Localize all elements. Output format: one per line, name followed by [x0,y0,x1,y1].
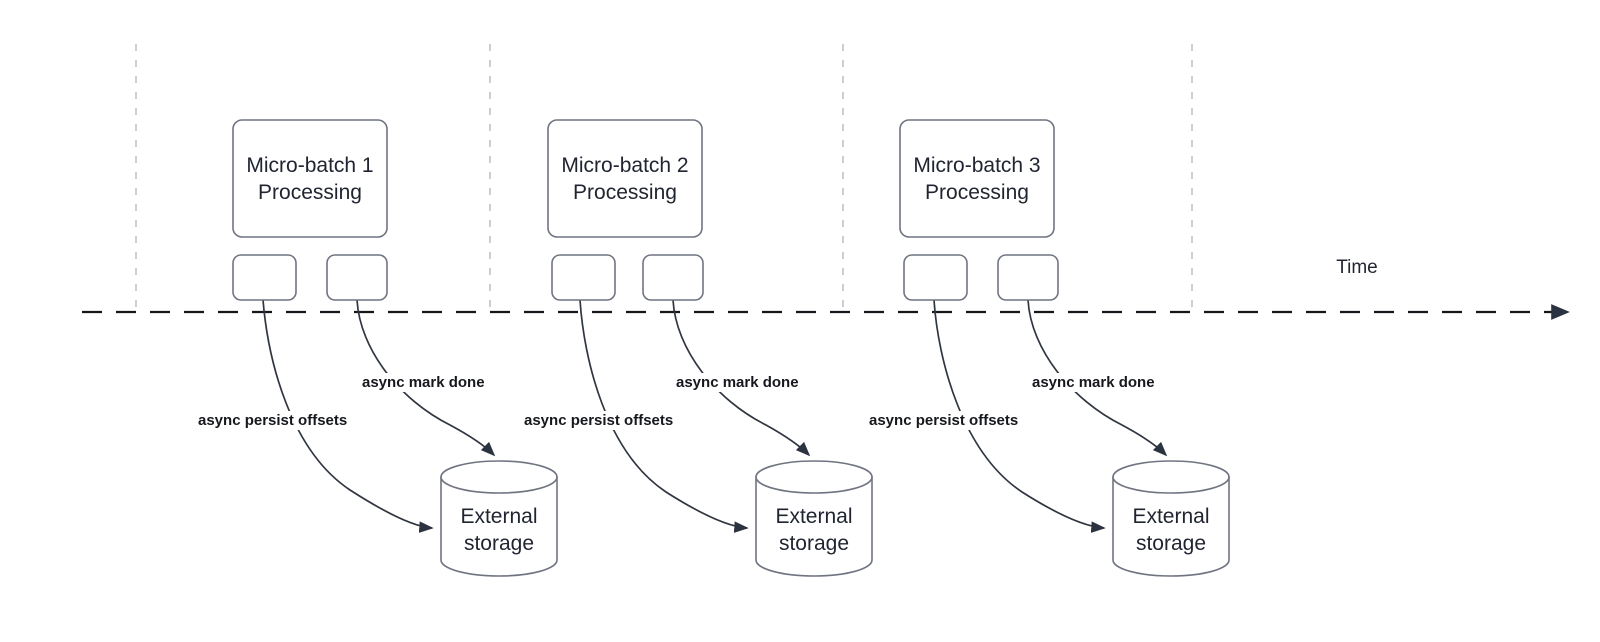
persist-offsets-arrow [579,299,749,533]
async-persist-offsets-label-backing [521,411,693,430]
timeline-axis: Time [82,257,1570,320]
async-mark-done-label-backing [673,373,798,392]
process-box-label-line2: Processing [258,181,362,204]
mark-task-1[interactable] [326,254,388,301]
process-box-label-line2: Processing [925,181,1029,204]
storage-cylinder-top-1 [440,460,558,494]
storage-cylinder-top-2 [755,460,873,494]
async-persist-offsets-label: async persist offsets [869,412,1018,429]
storage-label-line2: storage [1136,532,1206,555]
async-persist-offsets-label-backing [195,411,367,430]
storage-cylinder-body-1[interactable] [440,476,558,577]
async-persist-offsets-label-backing [866,411,1038,430]
process-box-label-line1: Micro-batch 3 [913,154,1040,177]
time-axis-label: Time [1336,257,1378,278]
tick-lines-group [135,44,1193,312]
mark-done-arrow [672,299,811,457]
storage-label-line1: External [460,505,537,528]
mark-done-arrow [356,299,496,457]
process-box-label-line1: Micro-batch 1 [246,154,373,177]
process-box-2[interactable] [547,119,703,238]
async-mark-done-label: async mark done [676,374,799,391]
async-persist-offsets-label: async persist offsets [198,412,347,429]
storage-cylinder-body-2[interactable] [755,476,873,577]
persist-task-1[interactable] [232,254,297,301]
async-mark-done-label: async mark done [1032,374,1155,391]
storage-label-line1: External [775,505,852,528]
storage-cylinder-body-3[interactable] [1112,476,1230,577]
process-box-label-line1: Micro-batch 2 [561,154,688,177]
process-box-label-line2: Processing [573,181,677,204]
mark-task-2[interactable] [642,254,704,301]
storage-label-line2: storage [779,532,849,555]
async-mark-done-label: async mark done [362,374,485,391]
storage-label-line1: External [1132,505,1209,528]
persist-task-2[interactable] [551,254,616,301]
process-box-3[interactable] [899,119,1055,238]
mark-task-3[interactable] [997,254,1059,301]
persist-task-3[interactable] [903,254,968,301]
async-mark-done-label-backing [1029,373,1154,392]
persist-offsets-arrow [262,299,434,533]
storage-label-line2: storage [464,532,534,555]
persist-offsets-arrow [933,299,1106,533]
async-mark-done-label-backing [359,373,484,392]
process-box-1[interactable] [232,119,388,238]
storage-cylinder-top-3 [1112,460,1230,494]
async-persist-offsets-label: async persist offsets [524,412,673,429]
mark-done-arrow [1027,299,1168,457]
